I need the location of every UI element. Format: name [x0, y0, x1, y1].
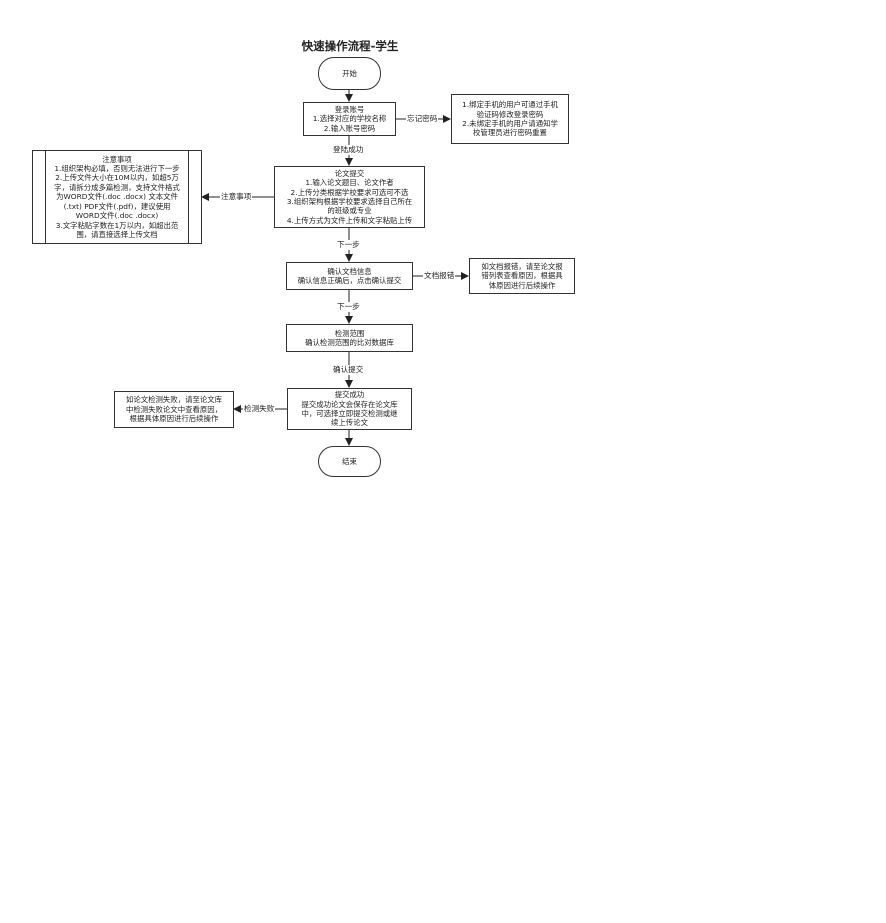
submit-line-2: 1.输入论文题目、论文作者	[305, 178, 394, 188]
range-line-2: 确认检测范围的比对数据库	[305, 338, 394, 347]
detect-fail-box: 如论文检测失败，请至论文库 中检测失败论文中查看原因， 根据具体原因进行后续操作	[114, 391, 234, 428]
forgot-line-1: 1.绑定手机的用户可通过手机	[462, 100, 558, 110]
doc-error-line-1: 如文档报错，请至论文报	[481, 261, 563, 271]
success-line-2: 提交成功论文会保存在论文库	[301, 399, 398, 409]
edge-label-confirm-submit: 确认提交	[332, 365, 365, 375]
fail-line-2: 中检测失败论文中查看原因，	[125, 404, 223, 414]
edge-label-detect-fail: 检测失败	[243, 404, 276, 414]
login-box: 登录账号 1.选择对应的学校名称 2.输入账号密码	[303, 102, 396, 136]
login-line-1: 登录账号	[334, 104, 365, 114]
notes-line-9: 围，请直接选择上传文档	[76, 229, 158, 239]
detect-range-box: 检测范围 确认检测范围的比对数据库	[286, 324, 413, 352]
notes-line-8: 3.文字粘贴字数在1万以内，如超出范	[55, 220, 179, 230]
notes-line-3: 2.上传文件大小在10M以内，如超5万	[55, 173, 179, 183]
submit-success-box: 提交成功 提交成功论文会保存在论文库 中，可选择立即提交检测或继 续上传论文	[287, 388, 412, 430]
notes-line-4: 字，请拆分成多篇检测，支持文件格式	[54, 182, 180, 192]
notes-line-6: (.txt) PDF文件(.pdf)，建议使用	[63, 201, 171, 211]
forgot-line-3: 2.未绑定手机的用户请通知学	[462, 119, 558, 128]
confirm-line-2: 确认信息正确后，点击确认提交	[297, 276, 402, 285]
notes-line-2: 1.组织架构必填，否则无法进行下一步	[54, 164, 180, 174]
range-line-1: 检测范围	[334, 328, 365, 338]
notes-left-bar	[45, 151, 46, 243]
end-label: 结束	[342, 456, 357, 466]
notes-line-5: 为WORD文件(.doc .docx) 文本文件	[56, 192, 178, 202]
forgot-line-2: 验证码修改登录密码	[476, 109, 544, 119]
fail-line-3: 根据具体原因进行后续操作	[129, 414, 219, 424]
submit-line-4: 3.组织架构根据学校要求选择自己所在	[286, 197, 413, 206]
notes-right-bar	[188, 151, 189, 243]
edge-label-next-step-1: 下一步	[336, 240, 361, 250]
fail-line-1: 如论文检测失败，请至论文库	[125, 395, 223, 405]
edge-label-forgot-password: 忘记密码	[406, 114, 439, 124]
login-line-2: 1.选择对应的学校名称	[312, 114, 387, 124]
confirm-line-1: 确认文档信息	[327, 266, 372, 276]
confirm-doc-box: 确认文档信息 确认信息正确后，点击确认提交	[286, 262, 413, 290]
submit-line-6: 4.上传方式为文件上传和文字粘贴上传	[286, 215, 413, 225]
doc-error-line-3: 体原因进行后续操作	[488, 280, 556, 290]
edge-label-next-step-2: 下一步	[336, 302, 361, 312]
submit-line-1: 论文提交	[334, 168, 365, 178]
submit-box: 论文提交 1.输入论文题目、论文作者 2.上传分类根据学校要求可选可不选 3.组…	[274, 166, 425, 228]
notes-box: 注意事项 1.组织架构必填，否则无法进行下一步 2.上传文件大小在10M以内，如…	[32, 150, 202, 244]
submit-line-5: 的班级或专业	[327, 206, 372, 216]
doc-error-box: 如文档报错，请至论文报 错列表查看原因，根据具 体原因进行后续操作	[469, 258, 575, 294]
end-node: 结束	[318, 446, 381, 477]
success-line-1: 提交成功	[334, 390, 365, 400]
edge-label-doc-error: 文档报错	[423, 271, 456, 281]
edge-label-notes: 注意事项	[220, 192, 253, 202]
doc-error-line-2: 错列表查看原因，根据具	[481, 271, 563, 281]
submit-line-3: 2.上传分类根据学校要求可选可不选	[290, 187, 409, 197]
forgot-password-box: 1.绑定手机的用户可通过手机 验证码修改登录密码 2.未绑定手机的用户请通知学 …	[451, 94, 569, 144]
diagram-title: 快速操作流程-学生	[301, 39, 399, 53]
forgot-line-4: 校管理员进行密码重置	[473, 128, 547, 138]
edge-label-login-success: 登陆成功	[332, 145, 365, 155]
start-node: 开始	[318, 57, 381, 90]
success-line-3: 中，可选择立即提交检测或继	[301, 409, 398, 418]
notes-line-1: 注意事项	[102, 154, 132, 164]
success-line-4: 续上传论文	[331, 418, 368, 428]
start-label: 开始	[342, 68, 357, 78]
notes-line-7: WORD文件(.doc .docx)	[75, 211, 159, 221]
login-line-3: 2.输入账号密码	[323, 123, 376, 133]
